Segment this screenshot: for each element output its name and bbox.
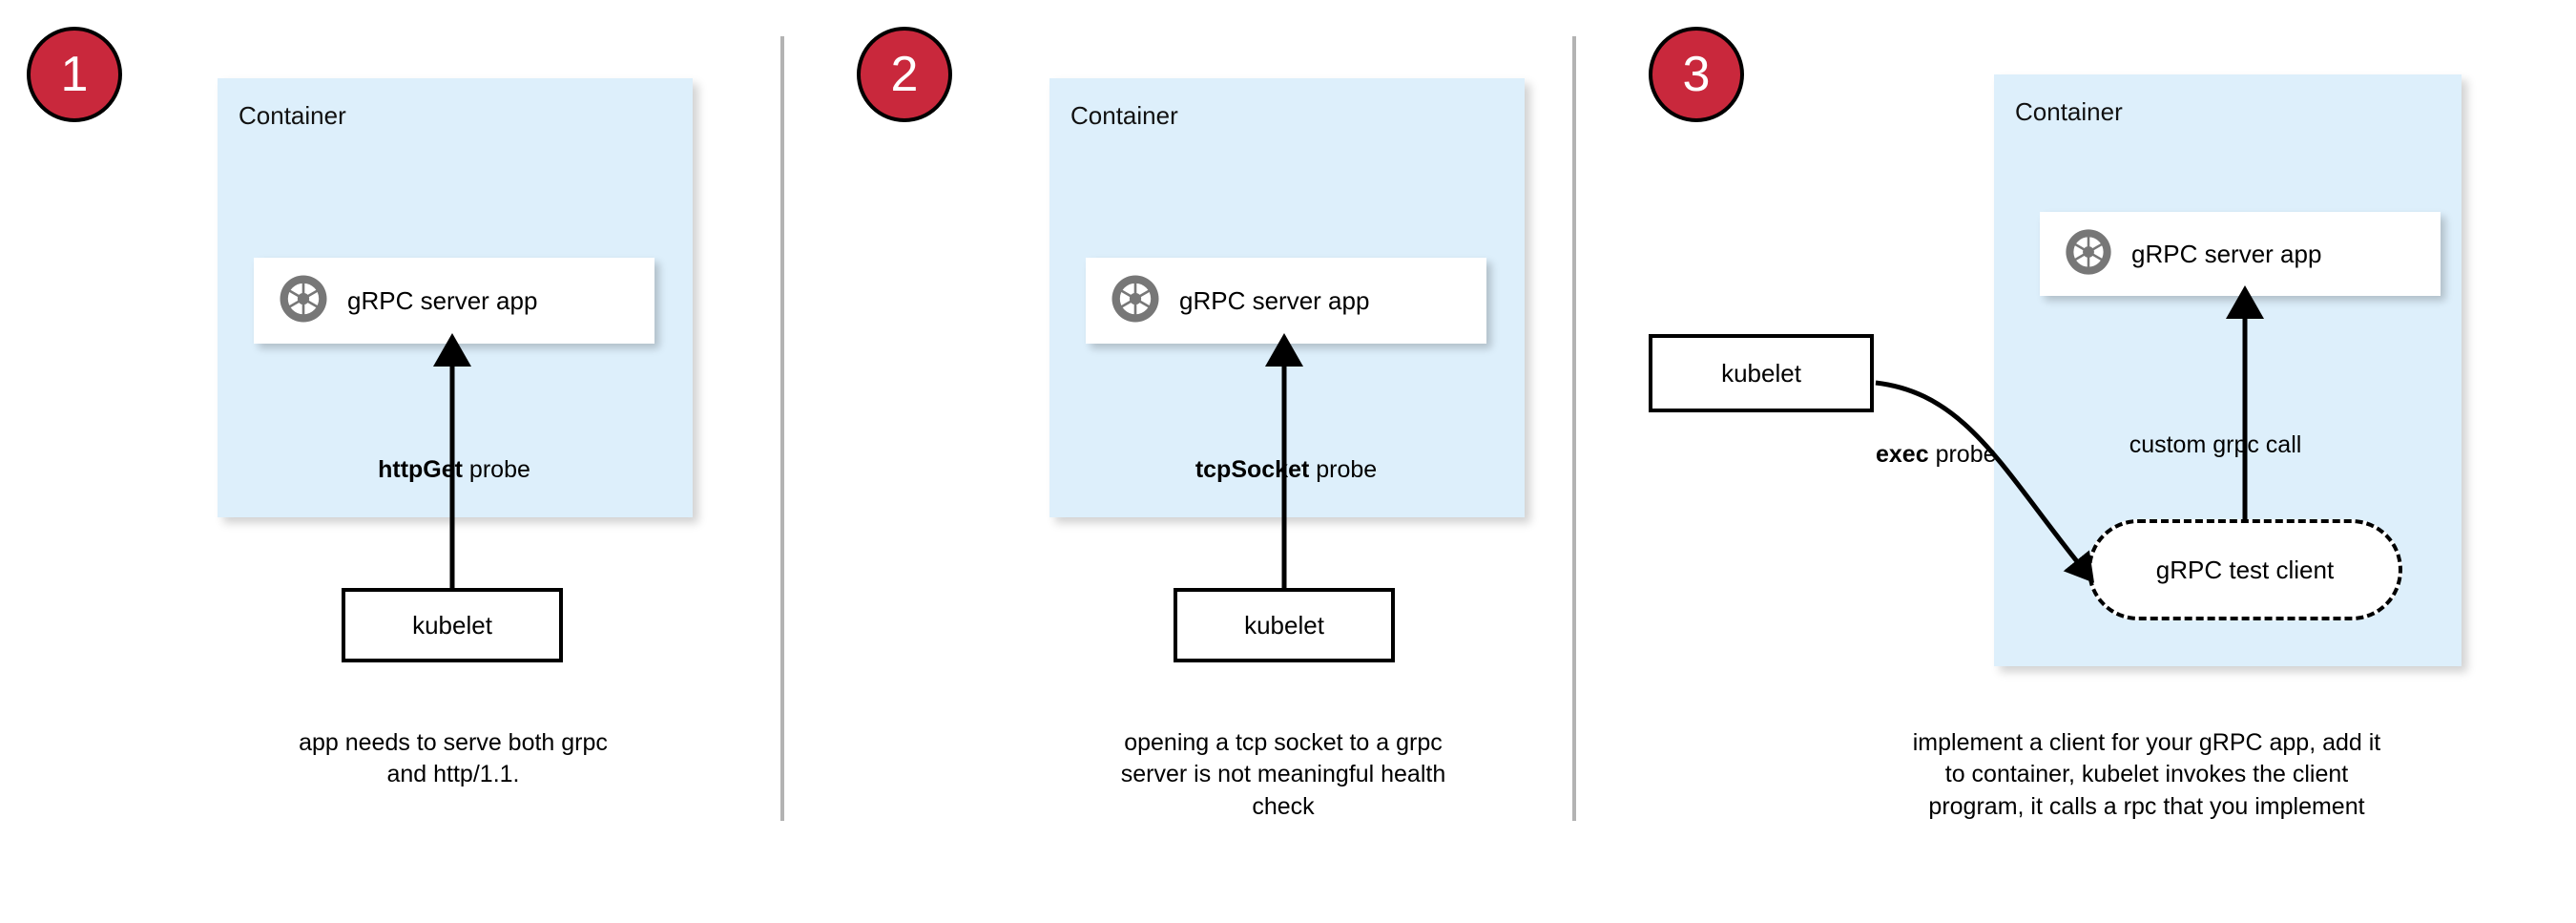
step-number-1: 1 [60,47,89,102]
kubelet-label-1: kubelet [412,610,492,640]
grpc-server-app-card-2: gRPC server app [1086,258,1486,344]
grpc-test-client-box: gRPC test client [2088,519,2402,620]
caption-line: opening a tcp socket to a grpc [1124,729,1443,756]
caption-line: and http/1.1. [386,761,520,788]
probe-label-2: tcpSocket probe [1153,456,1420,484]
panel-caption-1: app needs to serve both grpc and http/1.… [200,727,706,791]
probe-label-bold-2: tcpSocket [1195,456,1310,483]
grpc-test-client-label: gRPC test client [2155,555,2335,584]
step-badge-3: 3 [1649,27,1744,122]
grpc-aperture-icon [277,272,330,330]
grpc-server-app-label-2: gRPC server app [1179,285,1370,315]
probe-label-rest-1: probe [462,456,530,483]
step-number-2: 2 [890,47,919,102]
caption-line: implement a client for your gRPC app, ad… [1912,729,2381,756]
kubelet-box-2: kubelet [1174,588,1395,662]
kubelet-box-1: kubelet [342,588,563,662]
exec-probe-label-bold: exec [1876,441,1929,468]
panel-caption-3: implement a client for your gRPC app, ad… [1803,727,2490,823]
grpc-aperture-icon [2063,226,2114,283]
caption-line: server is not meaningful health [1120,761,1446,788]
panel-divider-1 [780,36,784,821]
kubelet-label-2: kubelet [1244,610,1324,640]
custom-grpc-call-text: custom grpc call [2129,431,2302,458]
grpc-server-app-card-3: gRPC server app [2040,212,2441,296]
grpc-server-app-label-3: gRPC server app [2131,239,2322,268]
step-badge-1: 1 [27,27,122,122]
step-badge-2: 2 [857,27,952,122]
exec-probe-label-rest: probe [1928,441,1997,468]
caption-line: app needs to serve both grpc [299,729,608,756]
step-number-3: 3 [1682,47,1711,102]
probe-label-1: httpGet probe [340,456,569,484]
probe-label-bold-1: httpGet [378,456,463,483]
kubelet-box-3: kubelet [1649,334,1874,412]
custom-grpc-call-label: custom grpc call [2063,431,2368,459]
container-label-1: Container [239,101,346,130]
container-label-2: Container [1070,101,1178,130]
kubelet-label-3: kubelet [1721,358,1801,388]
grpc-server-app-label-1: gRPC server app [347,285,538,315]
grpc-server-app-card-1: gRPC server app [254,258,654,344]
grpc-aperture-icon [1109,272,1162,330]
container-label-3: Container [2015,97,2123,126]
panel-caption-2: opening a tcp socket to a grpc server is… [1030,727,1536,823]
probe-label-rest-2: probe [1309,456,1378,483]
panel-divider-2 [1572,36,1576,821]
caption-line: to container, kubelet invokes the client [1944,761,2349,788]
caption-line: program, it calls a rpc that you impleme… [1928,792,2365,820]
caption-line: check [1252,792,1315,820]
